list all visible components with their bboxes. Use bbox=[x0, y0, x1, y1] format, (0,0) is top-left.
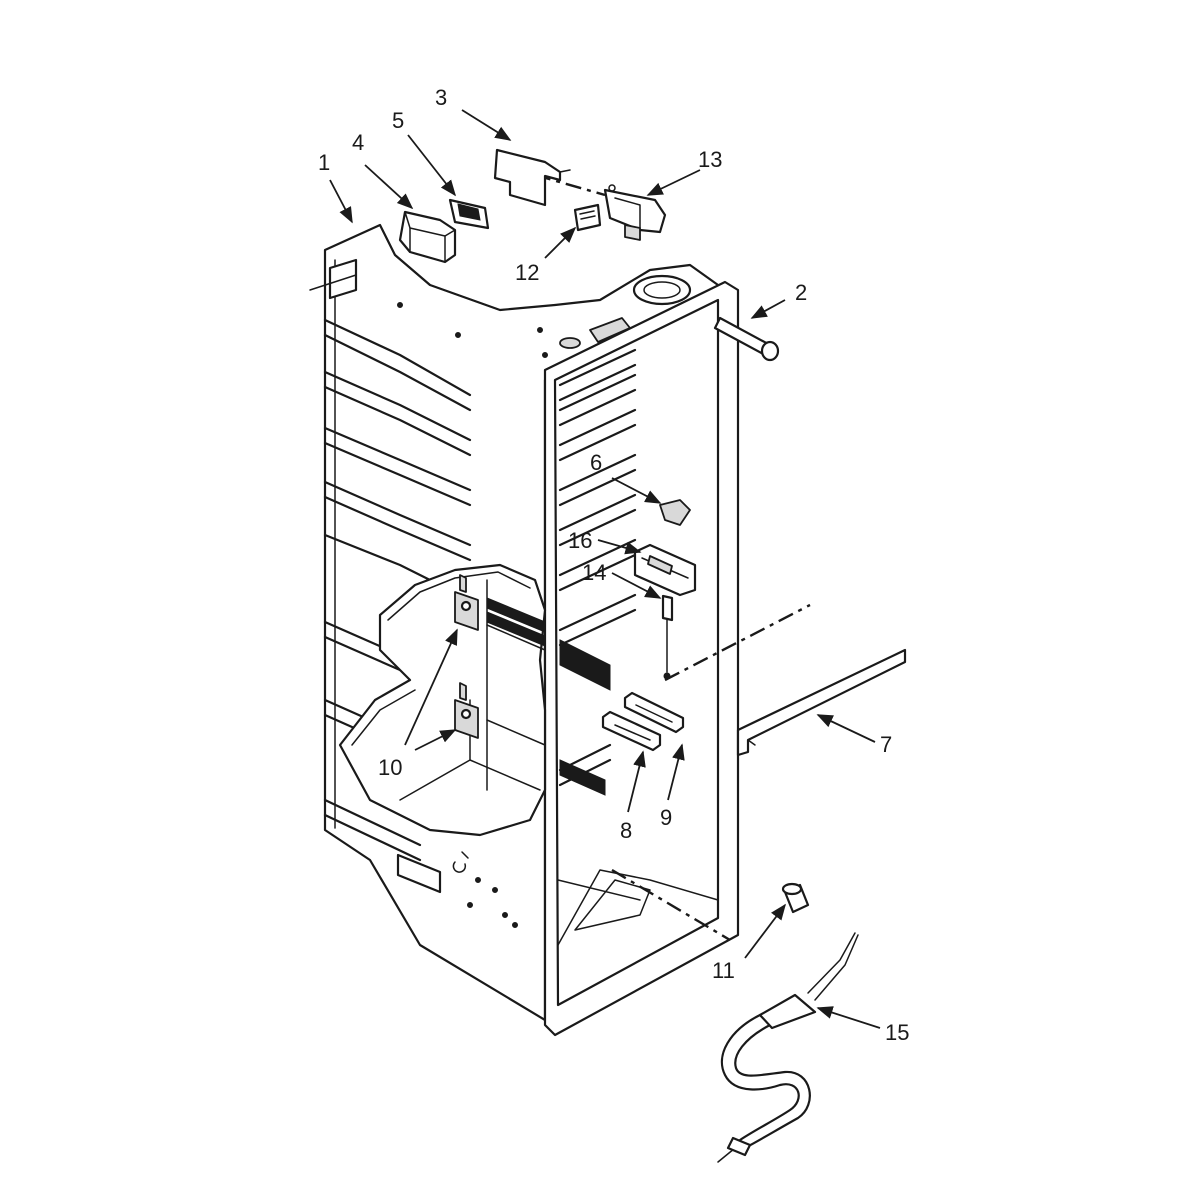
part-14-probe bbox=[661, 594, 674, 680]
part-9-strip bbox=[623, 691, 685, 734]
part-2-pin bbox=[713, 316, 780, 362]
callout-1: 1 bbox=[318, 150, 330, 175]
callout-4: 4 bbox=[352, 130, 364, 155]
callout-11: 11 bbox=[712, 958, 735, 983]
part-6-clip bbox=[659, 499, 691, 526]
callout-5: 5 bbox=[392, 108, 404, 133]
part-5-connector bbox=[448, 198, 490, 230]
callout-labels: 1 2 3 4 5 6 7 8 9 10 11 12 13 14 15 16 bbox=[318, 85, 909, 1045]
callout-15: 15 bbox=[885, 1020, 909, 1045]
callout-9: 9 bbox=[660, 805, 672, 830]
callout-16: 16 bbox=[568, 528, 592, 553]
part-16-housing bbox=[633, 543, 697, 597]
callout-2: 2 bbox=[795, 280, 807, 305]
callout-3: 3 bbox=[435, 85, 447, 110]
part-15-harness bbox=[717, 932, 859, 1163]
callout-12: 12 bbox=[515, 260, 539, 285]
cutaway-view bbox=[338, 563, 611, 837]
construction-lines bbox=[534, 173, 811, 942]
callout-14: 14 bbox=[582, 560, 606, 585]
part-12-plate bbox=[573, 203, 602, 232]
leader-lines bbox=[329, 109, 881, 1029]
part-13-assembly bbox=[603, 184, 667, 241]
part-3-bracket bbox=[493, 148, 571, 207]
callout-10: 10 bbox=[378, 755, 402, 780]
part-11-cylinder bbox=[781, 882, 810, 914]
part-7-cover bbox=[736, 648, 907, 757]
part-4-housing bbox=[398, 210, 457, 264]
callout-8: 8 bbox=[620, 818, 632, 843]
part-8-strip bbox=[601, 710, 662, 752]
callout-6: 6 bbox=[590, 450, 602, 475]
callout-13: 13 bbox=[698, 147, 722, 172]
callout-7: 7 bbox=[880, 732, 892, 757]
